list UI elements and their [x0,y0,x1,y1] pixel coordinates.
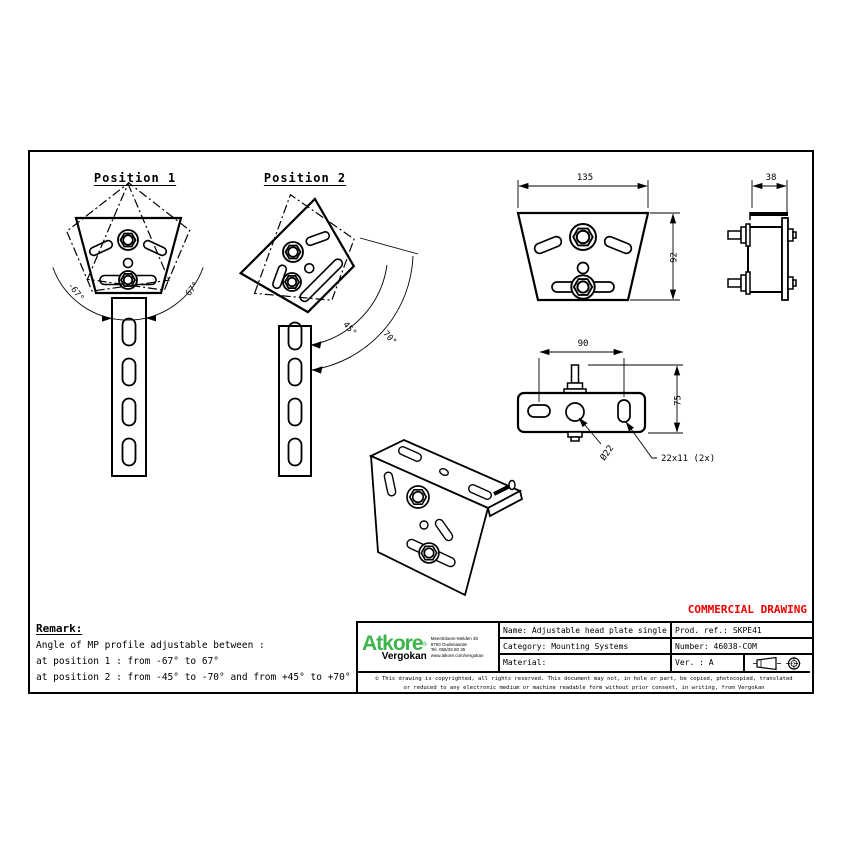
copyright-notice: © This drawing is copyrighted, all right… [358,671,810,692]
title-block: Atkore® Vergokan Meersbloem-Melden 4b 97… [356,621,814,692]
brand-address: Meersbloem-Melden 4b 9700 Oudenaarde Tel… [431,636,484,658]
dim-92: 92 [669,252,680,263]
address-line: Meersbloem-Melden 4b [430,636,479,641]
registered-mark: ® [422,639,427,648]
field-version-value: A [708,658,714,667]
view-front [516,180,680,302]
field-prod-ref-value: SKPE41 [732,626,762,635]
field-prod-ref: Prod. ref.: SKPE41 [672,623,814,639]
first-angle-projection-icon [752,656,802,670]
brand-logo-cell: Atkore® Vergokan Meersbloem-Melden 4b 97… [358,623,500,671]
projection-symbol-cell [745,655,814,671]
remark-block: Remark: Angle of MP profile adjustable b… [36,622,351,686]
address-line: Tel. 055/33 60 35 [430,647,466,652]
field-prod-ref-label: Prod. ref.: [675,626,728,635]
field-version: Ver. : A [672,655,745,671]
view-position-2 [239,194,419,477]
view-isometric [368,439,524,597]
field-version-label: Ver. : [675,658,704,667]
cad-linework [52,180,797,597]
dim-75: 75 [673,395,684,406]
field-category: Category: Mounting Systems [500,639,672,655]
field-name-value: Adjustable head plate single [531,626,667,635]
address-line: 9700 Oudenaarde [430,641,468,647]
field-name: Name: Adjustable head plate single [500,623,672,639]
field-number-label: Number: [675,642,709,651]
remark-line: at position 2 : from -45° to -70° and fr… [36,672,351,683]
atkore-vergokan-logo: Atkore® Vergokan [362,633,427,662]
view-side [727,180,797,301]
address-line: www.atkore.com/vergokan [430,652,484,658]
slot-label-22x11: 22x11 (2x) [661,454,716,464]
view-position-1 [52,182,204,477]
field-material-label: Material: [503,658,547,667]
position-1-title: Position 1 [93,171,177,185]
view-top [516,348,683,459]
copyright-line: or reduced to any electronic medium or m… [403,685,765,691]
brand-name: Atkore [362,631,424,655]
dim-38: 38 [765,173,777,183]
copyright-line: © This drawing is copyrighted, all right… [375,676,793,682]
field-number: Number: 46038-COM [672,639,814,655]
field-category-value: Mounting Systems [551,642,629,651]
position-2-title: Position 2 [263,171,347,185]
dim-135: 135 [576,173,594,183]
brand-subname: Vergokan [381,650,427,662]
drawing-border-frame: Position 1 Position 2 -67° 67° 45° 70° 1… [28,150,814,694]
dim-90: 90 [577,339,589,349]
remark-line: Angle of MP profile adjustable between : [36,640,265,651]
commercial-drawing-stamp: COMMERCIAL DRAWING [687,603,807,616]
field-number-value: 46038-COM [713,642,757,651]
field-category-label: Category: [503,642,547,651]
remark-line: at position 1 : from -67° to 67° [36,656,220,667]
field-name-label: Name: [503,626,528,635]
remark-title: Remark: [36,622,83,635]
field-material: Material: [500,655,672,671]
